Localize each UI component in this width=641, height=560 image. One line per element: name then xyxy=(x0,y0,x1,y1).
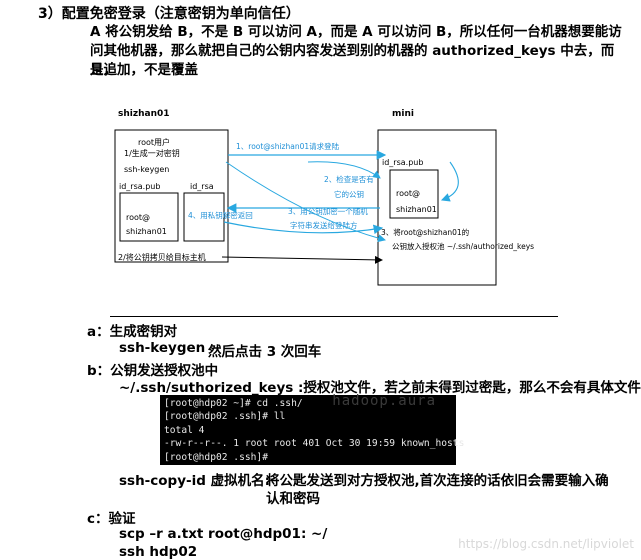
section-c-label: c：验证 xyxy=(87,511,136,527)
arrow-step2-curve xyxy=(307,161,381,179)
right-pub-file-label: id_rsa.pub xyxy=(382,158,423,167)
step-r1-label: 3、将root@shizhan01的 xyxy=(381,227,469,237)
right-pub-key-box xyxy=(389,169,439,219)
step1-label: 1、root@shizhan01请求登陆 xyxy=(236,141,340,151)
section-c-cmd2: ssh hdp02 xyxy=(119,544,198,560)
pub-content-1: root@ xyxy=(126,213,150,222)
copy-id-desc-1: 将公匙发送到对方授权池,首次连接的话依旧会需要输入确 xyxy=(266,473,609,489)
section-a-label: a：生成密钥对 xyxy=(87,324,178,340)
step3b-label: 字符串发送给登陆方 xyxy=(290,220,358,230)
terminal-screenshot: hadoop.aura [root@hdp02 ~]# cd .ssh/ [ro… xyxy=(160,393,465,465)
keygen-cmd-label: ssh-keygen xyxy=(124,165,169,174)
left-host-box xyxy=(114,129,229,263)
terminal-watermark: hadoop.aura xyxy=(332,393,436,409)
copy-step-label: 2/将公钥拷贝给目标主机 xyxy=(118,252,206,262)
step3a-label: 3、用公钥加密一个随机 xyxy=(288,206,368,216)
intro-line-2: 问其他机器，那么就把自己的公钥内容发送到别的机器的 authorized_key… xyxy=(90,43,615,78)
arrow-copy-to-target xyxy=(221,255,383,264)
copy-id-cmd: ssh-copy-id 虚拟机名: xyxy=(119,473,271,489)
right-host-label: mini xyxy=(392,109,414,119)
priv-key-box xyxy=(183,192,225,242)
terminal-line: -rw-r--r--. 1 root root 401 Oct 30 19:59… xyxy=(164,438,465,450)
section-a-cmd: ssh-keygen xyxy=(119,340,206,356)
step2a-label: 2、检查是否有 xyxy=(324,174,374,184)
pub-key-box xyxy=(119,192,179,242)
arrow-check-key xyxy=(440,161,459,202)
terminal-line: [root@hdp02 .ssh]# xyxy=(164,451,268,463)
root-user-label: root用户 xyxy=(138,137,170,147)
section-b-desc: ~/.ssh/suthorized_keys :授权池文件，若之前未得到过密匙，… xyxy=(119,380,641,396)
section-c-cmd1: scp –r a.txt root@hdp01: ~/ xyxy=(119,526,328,542)
left-host-label: shizhan01 xyxy=(118,109,170,119)
right-pub-content-2: shizhan01 xyxy=(396,205,437,214)
intro-line-1: A 将公钥发给 B，不是 B 可以访问 A，而是 A 可以访问 B，所以任何一台… xyxy=(90,24,622,40)
intro-line-3: 是追加，不是覆盖 xyxy=(90,62,198,78)
copy-id-desc-2: 认和密码 xyxy=(266,491,320,507)
pub-file-label: id_rsa.pub xyxy=(119,182,160,191)
terminal-line: [root@hdp02 .ssh]# ll xyxy=(164,411,286,423)
step-r2-label: 公钥放入授权池 ~/.ssh/authorized_keys xyxy=(392,241,534,251)
right-pub-content-1: root@ xyxy=(396,189,420,198)
arrow-pub-to-authkeys xyxy=(225,161,386,243)
priv-file-label: id_rsa xyxy=(190,182,214,191)
terminal-line: [root@hdp02 ~]# cd .ssh/ xyxy=(164,398,303,409)
section-heading: 3）配置免密登录（注意密钥为单向信任） xyxy=(38,6,300,22)
terminal-line: total 4 xyxy=(164,424,205,436)
arrow-decrypt-return xyxy=(223,221,384,235)
gen-key-label: 1/生成一对密钥 xyxy=(124,148,180,158)
step4-label: 4、用私钥解密返回 xyxy=(188,210,253,220)
divider-line xyxy=(110,316,558,317)
pub-content-2: shizhan01 xyxy=(126,227,167,236)
ssh-auth-diagram: shizhan01 mini root用户 1/生成一对密钥 ssh-keyge… xyxy=(114,109,534,286)
site-watermark: https://blog.csdn.net/lipviolet xyxy=(458,537,634,551)
section-a-note: 然后点击 3 次回车 xyxy=(208,344,322,360)
section-b-label: b：公钥发送授权池中 xyxy=(87,363,219,379)
step2b-label: 它的公钥 xyxy=(334,189,364,199)
